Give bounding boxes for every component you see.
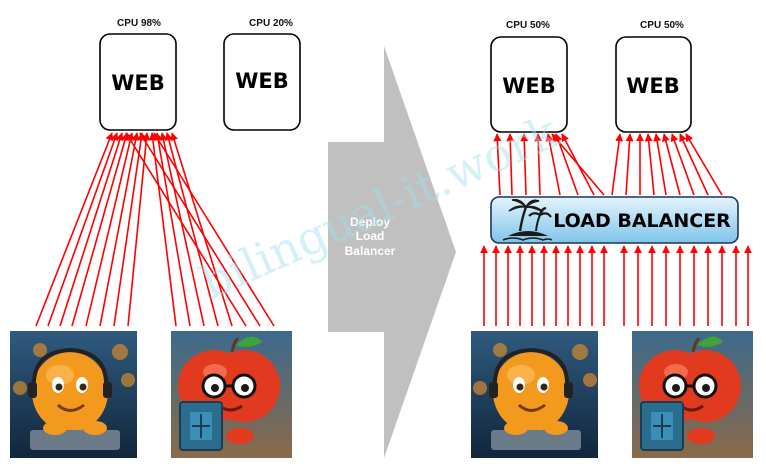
request-arrow-50 xyxy=(653,133,667,196)
right-server1-cpu-label: CPU 50% xyxy=(506,20,550,31)
request-arrow-46 xyxy=(611,133,624,196)
right-user-apple xyxy=(632,331,753,458)
right-web-server-2 xyxy=(615,36,692,133)
left-web-server-1 xyxy=(99,33,177,131)
request-arrow-52 xyxy=(670,133,695,196)
request-arrow-9 xyxy=(148,132,177,327)
left-server2-name: WEB xyxy=(235,69,289,93)
request-arrow-3 xyxy=(59,132,124,327)
request-arrow-2 xyxy=(47,132,119,327)
request-arrow-13 xyxy=(170,132,233,327)
right-server2-cpu-label: CPU 50% xyxy=(640,20,684,31)
left-user-orange xyxy=(10,331,137,458)
deploy-label-line2: Load xyxy=(356,229,385,243)
right-user-orange xyxy=(471,331,598,458)
load-balancer-label: LOAD BALANCER xyxy=(553,210,731,232)
left-web-server-2 xyxy=(223,33,301,131)
request-arrow-10 xyxy=(154,132,191,327)
request-arrow-8 xyxy=(127,132,151,327)
left-server2-cpu-label: CPU 20% xyxy=(249,18,293,29)
palm-island-icon xyxy=(502,198,553,241)
request-arrow-16 xyxy=(153,132,275,327)
request-arrow-47 xyxy=(625,133,634,196)
request-arrow-39 xyxy=(506,133,515,196)
request-arrows xyxy=(35,132,752,327)
right-server1-name: WEB xyxy=(502,74,556,98)
request-arrow-51 xyxy=(661,133,681,196)
request-arrow-45 xyxy=(551,133,605,196)
deploy-label-line1: Deploy xyxy=(350,215,390,229)
left-server1-name: WEB xyxy=(111,71,165,95)
request-arrow-6 xyxy=(99,132,140,327)
request-arrow-5 xyxy=(85,132,135,327)
request-arrow-1 xyxy=(35,132,114,327)
request-arrow-14 xyxy=(125,132,247,327)
request-arrow-42 xyxy=(545,133,561,196)
request-arrow-54 xyxy=(685,133,723,196)
request-arrow-7 xyxy=(113,132,145,327)
request-arrow-12 xyxy=(164,132,219,327)
request-arrow-40 xyxy=(520,133,529,196)
load-balancer-box xyxy=(490,196,739,244)
request-arrow-15 xyxy=(139,132,261,327)
request-arrow-4 xyxy=(71,132,129,327)
request-arrow-11 xyxy=(159,132,205,327)
left-server1-cpu-label: CPU 98% xyxy=(117,18,161,29)
deploy-label-line3: Balancer xyxy=(345,244,396,258)
deploy-arrow-shape xyxy=(328,46,456,458)
request-arrow-41 xyxy=(534,133,543,196)
right-web-server-1 xyxy=(490,36,568,133)
left-user-apple xyxy=(171,331,292,458)
request-arrow-49 xyxy=(644,133,655,196)
request-arrow-38 xyxy=(493,133,502,196)
request-arrow-53 xyxy=(679,133,709,196)
right-server2-name: WEB xyxy=(626,74,680,98)
